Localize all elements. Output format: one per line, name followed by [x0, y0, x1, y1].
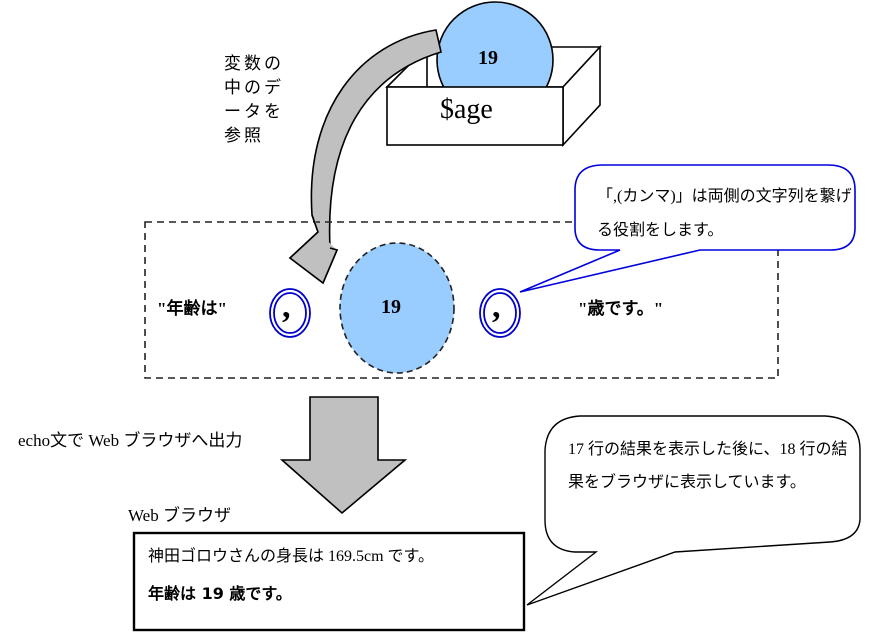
- reference-arrow-tip: [288, 214, 339, 285]
- browser-window: [132, 531, 526, 632]
- variable-name: $age: [440, 94, 493, 125]
- right-string-literal: "歳です。": [578, 299, 664, 318]
- reference-label: 変数の中のデータを参照: [224, 54, 284, 145]
- box-front-face: [386, 86, 564, 146]
- result-callout-text: 17 行の結果を表示した後に、18 行の結果をブラウザに表示しています。: [568, 441, 848, 491]
- comma-ring-left: [269, 288, 311, 338]
- comma-operator-right: ,: [492, 288, 501, 325]
- comma-callout-text: 「,(カンマ)」は両側の文字列を繋げる役割をします。: [597, 188, 852, 239]
- value-ellipse: [339, 242, 455, 374]
- concatenation-group: [144, 221, 779, 379]
- comma-ring-right: [479, 288, 521, 338]
- output-arrow: [279, 396, 408, 515]
- comma-operator-left: ,: [282, 288, 291, 325]
- comma-callout-bubble: [519, 164, 856, 293]
- echo-label: echo文で Web ブラウザへ出力: [18, 431, 243, 450]
- browser-output-line-2: 年齢は 19 歳です。: [148, 584, 292, 603]
- browser-label: Web ブラウザ: [128, 506, 231, 525]
- left-string-literal: "年齢は": [157, 299, 227, 318]
- result-callout-bubble: [526, 415, 861, 606]
- browser-output-line-1: 神田ゴロウさんの身長は 169.5cm です。: [148, 548, 434, 565]
- box-value-circle: [436, 1, 554, 88]
- box-value-text: 19: [478, 47, 498, 69]
- concatenated-value: 19: [381, 296, 401, 318]
